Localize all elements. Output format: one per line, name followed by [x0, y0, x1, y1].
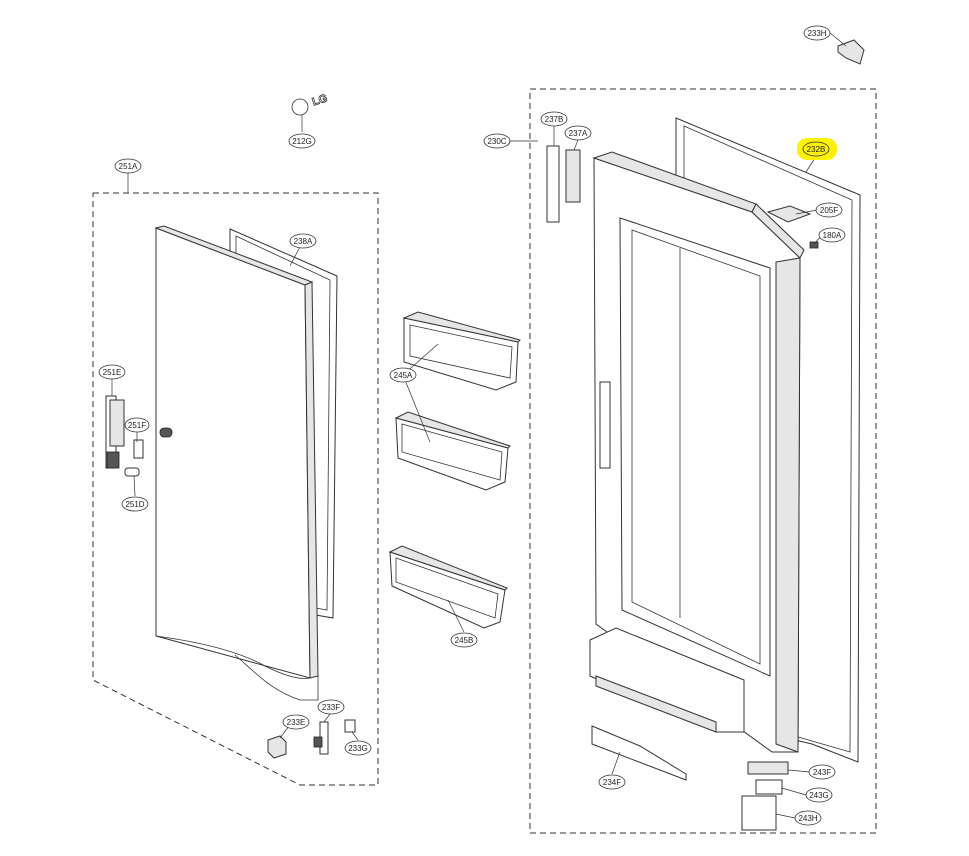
label-251a[interactable]: 251A	[114, 158, 142, 174]
part-number-237b: 237B	[545, 115, 564, 124]
label-230c[interactable]: 230C	[483, 133, 511, 149]
label-205f[interactable]: 205F	[815, 202, 843, 218]
lg-logo-212g: LG	[291, 92, 329, 116]
part-number-245a: 245A	[394, 371, 413, 380]
part-number-233g: 233G	[348, 744, 368, 753]
hinge-237a	[565, 149, 581, 203]
label-233e[interactable]: 233E	[282, 714, 310, 730]
part-number-243h: 243H	[798, 814, 817, 823]
door-bin-upper-245a	[402, 311, 521, 391]
door-handle-slot	[159, 427, 173, 438]
part-number-251a: 251A	[119, 162, 138, 171]
label-243f[interactable]: 243F	[808, 764, 836, 780]
door-bin-245b	[388, 545, 508, 629]
part-180a	[809, 241, 819, 249]
part-labels: 233H 212G 230C 237B 237A 232B 205F	[98, 25, 846, 826]
part-number-180a: 180A	[823, 231, 842, 240]
part-number-243g: 243G	[809, 791, 829, 800]
leader-lines	[111, 32, 847, 819]
part-number-251f: 251F	[128, 421, 146, 430]
label-251f[interactable]: 251F	[124, 417, 150, 433]
part-number-233h: 233H	[807, 29, 826, 38]
door-bin-lower-245a	[394, 411, 511, 491]
door-panel	[155, 227, 311, 679]
label-245a[interactable]: 245A	[389, 367, 417, 383]
label-233g[interactable]: 233G	[344, 740, 372, 756]
right-door-group-boundary	[529, 88, 877, 834]
part-number-238a: 238A	[294, 237, 313, 246]
part-number-251d: 251D	[125, 500, 144, 509]
label-233h[interactable]: 233H	[803, 25, 831, 41]
bottom-trim	[589, 627, 745, 733]
part-number-205f: 205F	[820, 206, 838, 215]
right-door-assembly	[546, 39, 865, 831]
part-number-233e: 233E	[287, 718, 306, 727]
hinge-237b	[546, 145, 560, 223]
part-number-251e: 251E	[103, 368, 122, 377]
label-237a[interactable]: 237A	[564, 125, 592, 141]
hinge-plate-243f	[747, 761, 789, 775]
label-243g[interactable]: 243G	[805, 787, 833, 803]
label-180a[interactable]: 180A	[818, 227, 846, 243]
part-number-232b: 232B	[807, 145, 826, 154]
left-door-assembly	[105, 225, 356, 759]
part-number-245b: 245B	[455, 636, 474, 645]
cover-234f	[591, 725, 687, 781]
left-door-group-boundary	[92, 192, 379, 786]
part-number-233f: 233F	[322, 703, 340, 712]
part-number-230c: 230C	[487, 137, 506, 146]
cap-251d	[124, 467, 140, 477]
frame-handle-slot	[599, 381, 611, 469]
lg-logo-text: LG	[311, 92, 329, 108]
door-frame-window	[619, 217, 771, 677]
label-237b[interactable]: 237B	[540, 111, 568, 127]
part-number-243f: 243F	[813, 768, 831, 777]
label-238a[interactable]: 238A	[289, 233, 317, 249]
label-232b-highlighted[interactable]: 232B	[797, 138, 837, 160]
label-233f[interactable]: 233F	[317, 699, 345, 715]
label-251d[interactable]: 251D	[121, 496, 149, 512]
label-212g[interactable]: 212G	[288, 133, 316, 149]
top-hinge-233h	[837, 39, 865, 65]
part-number-234f: 234F	[603, 778, 621, 787]
bracket-233e	[267, 735, 287, 759]
label-245b[interactable]: 245B	[450, 632, 478, 648]
label-234f[interactable]: 234F	[598, 774, 626, 790]
label-243h[interactable]: 243H	[794, 810, 822, 826]
part-number-212g: 212G	[292, 137, 312, 146]
part-number-237a: 237A	[569, 129, 588, 138]
hinge-243g	[755, 779, 783, 795]
part-251f	[133, 439, 144, 459]
label-251e[interactable]: 251E	[98, 364, 126, 380]
cap-205f	[766, 205, 812, 223]
hinge-base-243h	[741, 795, 777, 831]
clip-233g	[344, 719, 356, 733]
